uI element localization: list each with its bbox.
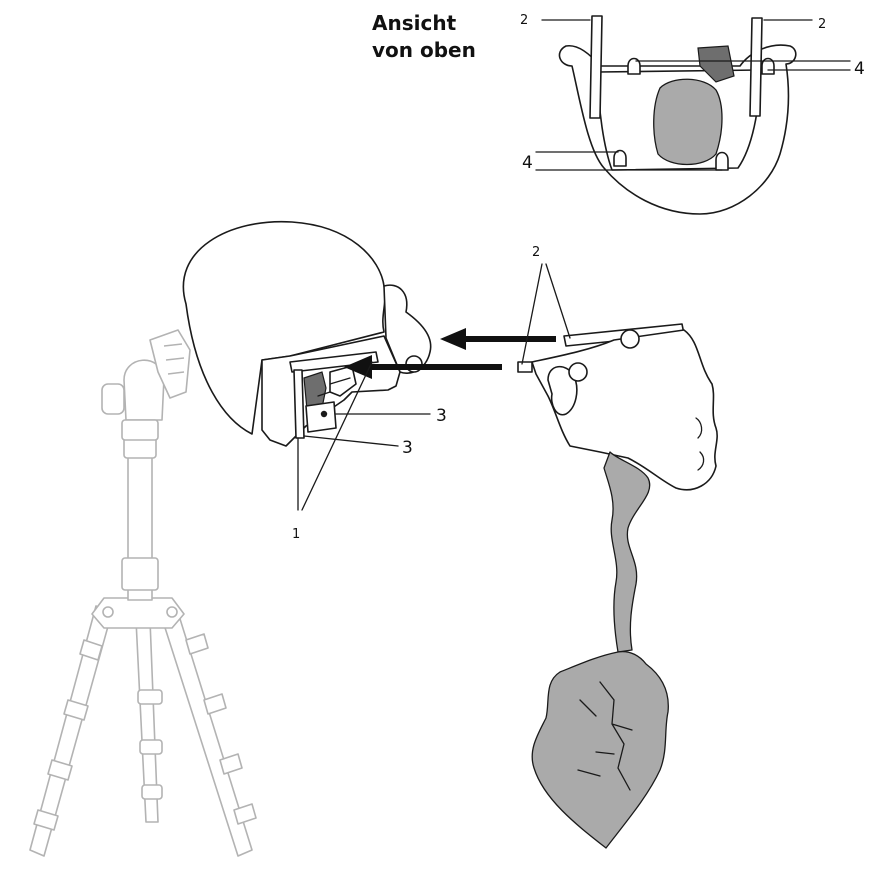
head-mount-hole bbox=[321, 411, 327, 417]
callout-head-rails: 1 bbox=[292, 527, 300, 542]
arrow-upper-head bbox=[440, 328, 466, 350]
callout-inset-pin-top: 4 bbox=[854, 59, 865, 79]
module-rail-circle bbox=[621, 330, 639, 348]
module-rail-lower bbox=[518, 362, 532, 372]
tripod-hub-screw-right bbox=[167, 607, 177, 617]
inset-rail-left bbox=[590, 16, 602, 118]
tripod-pan-knob bbox=[102, 384, 124, 414]
inset-pin-bottom-left bbox=[614, 151, 626, 167]
callout-inset-rail-right: 2 bbox=[818, 17, 826, 32]
callout-inset-pin-bottom: 4 bbox=[522, 153, 533, 173]
head-rail-vertical bbox=[294, 370, 304, 438]
inset-top-view bbox=[559, 16, 795, 214]
callout-inset-rail-left: 2 bbox=[520, 13, 528, 28]
inset-tongue bbox=[654, 79, 722, 164]
callout-side-rails: 2 bbox=[532, 245, 540, 260]
manikin-head bbox=[183, 222, 430, 446]
callout-mount-upper: 3 bbox=[436, 406, 447, 426]
airway-face-module bbox=[518, 324, 717, 848]
callout-mount-lower: 3 bbox=[402, 438, 413, 458]
inset-pin-bottom-right bbox=[716, 153, 728, 171]
airway-lungs bbox=[532, 652, 668, 848]
module-label-disc bbox=[569, 363, 587, 381]
inset-rail-right bbox=[750, 18, 762, 116]
head-mount-block bbox=[306, 402, 336, 432]
tripod-hub-screw-left bbox=[103, 607, 113, 617]
airway-trachea bbox=[604, 452, 650, 652]
tripod-column-collar bbox=[122, 558, 158, 590]
